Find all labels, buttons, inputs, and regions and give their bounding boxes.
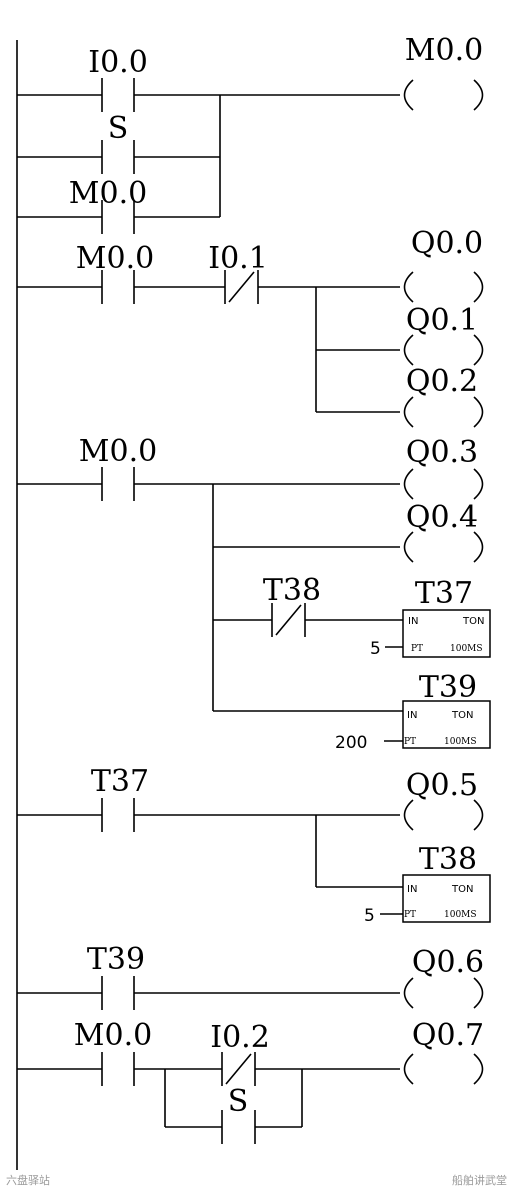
coil-Q0.3[interactable] xyxy=(403,468,484,500)
svg-text:TON: TON xyxy=(462,616,484,627)
footer-watermark-left: 六盘驿站 xyxy=(6,1174,50,1187)
coil-label: Q0.3 xyxy=(406,435,478,470)
contact-label: I0.0 xyxy=(88,45,148,80)
contact-I0.1-nc[interactable] xyxy=(224,270,259,304)
contact-M0.0-seal[interactable] xyxy=(101,200,135,234)
svg-text:PT: PT xyxy=(404,910,416,920)
contact-label: T37 xyxy=(91,764,149,799)
timer-T38[interactable]: IN TON PT 100MS xyxy=(402,874,491,923)
contact-T37[interactable] xyxy=(101,798,135,832)
svg-text:IN: IN xyxy=(408,616,418,627)
contact-label: I0.2 xyxy=(210,1020,270,1055)
rung-1: I0.0 S M0.0 M0.0 xyxy=(17,33,484,234)
coil-Q0.6[interactable] xyxy=(403,977,484,1009)
svg-text:IN: IN xyxy=(407,884,417,895)
coil-Q0.2[interactable] xyxy=(403,396,484,428)
coil-label: M0.0 xyxy=(405,33,483,68)
svg-text:IN: IN xyxy=(407,710,417,721)
svg-text:100MS: 100MS xyxy=(444,737,477,747)
coil-label: Q0.1 xyxy=(406,303,478,338)
coil-label: Q0.0 xyxy=(411,226,483,261)
coil-label: Q0.6 xyxy=(412,945,484,980)
contact-label: T38 xyxy=(263,573,321,608)
rung-2: M0.0 I0.1 Q0.0 Q0.1 Q0.2 xyxy=(17,226,484,428)
contact-T38-nc[interactable] xyxy=(271,603,306,637)
contact-label: M0.0 xyxy=(76,241,154,276)
svg-text:100MS: 100MS xyxy=(444,910,477,920)
coil-Q0.5[interactable] xyxy=(403,799,484,831)
contact-label: M0.0 xyxy=(79,434,157,469)
coil-Q0.7[interactable] xyxy=(403,1053,484,1085)
coil-label: Q0.5 xyxy=(406,768,478,803)
contact-label: M0.0 xyxy=(69,176,147,211)
coil-M0.0[interactable] xyxy=(403,79,484,111)
timer-name: T39 xyxy=(419,670,477,705)
coil-Q0.1[interactable] xyxy=(403,334,484,366)
rung-4: T37 Q0.5 IN TON PT 100MS T38 5 xyxy=(17,764,491,926)
contact-label: S xyxy=(108,111,129,146)
coil-Q0.4[interactable] xyxy=(403,531,484,563)
coil-Q0.0[interactable] xyxy=(403,271,484,303)
coil-label: Q0.4 xyxy=(406,500,478,535)
contact-label: S xyxy=(228,1084,249,1119)
rung-6: M0.0 I0.2 S Q0.7 xyxy=(17,1018,484,1144)
timer-preset: 200 xyxy=(335,733,367,753)
contact-I0.0[interactable] xyxy=(101,78,135,112)
contact-S-branch[interactable] xyxy=(221,1110,256,1144)
timer-preset: 5 xyxy=(370,639,381,659)
rung-3: M0.0 T38 Q0.3 Q0.4 IN TON PT 100MS xyxy=(17,434,491,753)
contact-label: T39 xyxy=(87,942,145,977)
contact-label: I0.1 xyxy=(208,241,268,276)
footer-watermark-right: 船舶讲武堂 xyxy=(452,1174,507,1187)
contact-M0.0[interactable] xyxy=(101,270,135,304)
coil-label: Q0.2 xyxy=(406,364,478,399)
contact-label: M0.0 xyxy=(74,1018,152,1053)
svg-text:100MS: 100MS xyxy=(450,644,483,654)
svg-text:PT: PT xyxy=(404,737,416,747)
svg-text:TON: TON xyxy=(451,884,473,895)
timer-preset: 5 xyxy=(364,906,375,926)
coil-label: Q0.7 xyxy=(412,1018,484,1053)
svg-text:PT: PT xyxy=(411,644,423,654)
contact-M0.0[interactable] xyxy=(101,1052,135,1086)
timer-name: T37 xyxy=(415,576,473,611)
timer-name: T38 xyxy=(419,842,477,877)
timer-T39[interactable]: IN TON PT 100MS xyxy=(402,700,491,749)
contact-S-branch[interactable] xyxy=(101,140,135,174)
rung-5: T39 Q0.6 xyxy=(17,942,484,1010)
svg-text:TON: TON xyxy=(451,710,473,721)
contact-M0.0[interactable] xyxy=(101,467,135,501)
timer-T37[interactable]: IN TON PT 100MS xyxy=(402,609,491,658)
contact-I0.2-nc[interactable] xyxy=(221,1052,256,1086)
contact-T39[interactable] xyxy=(101,976,135,1010)
